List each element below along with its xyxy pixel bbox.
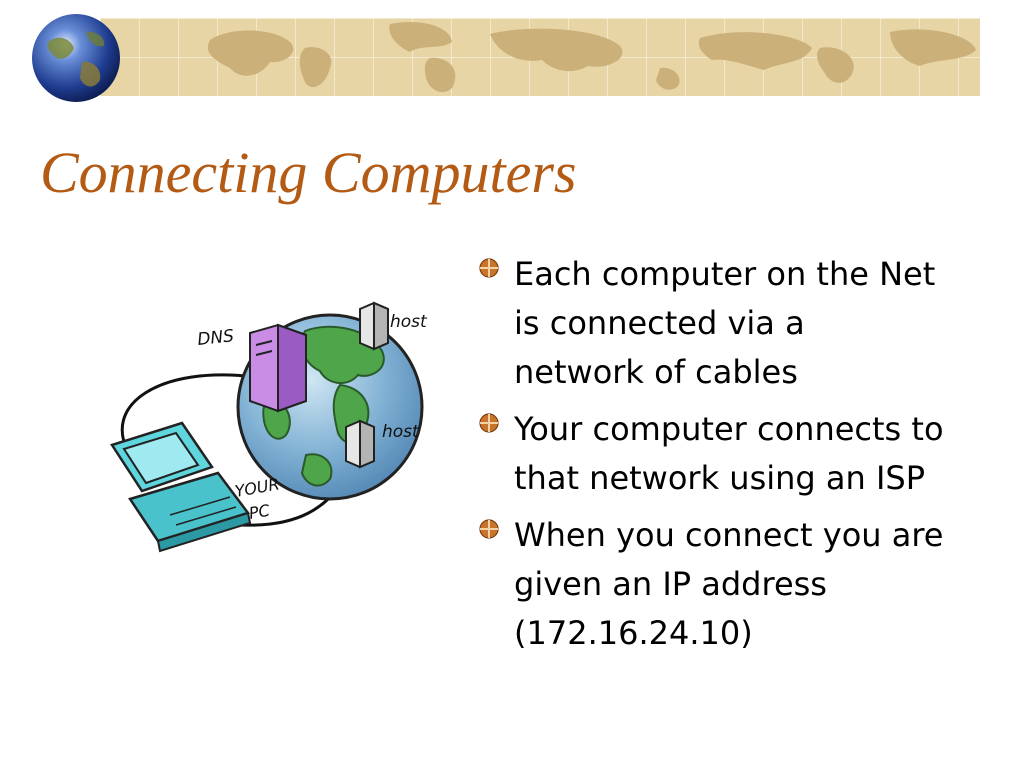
bullet-item: Your computer connects to that network u… xyxy=(478,405,998,503)
ball-bullet-icon xyxy=(479,413,499,433)
bullet-item: When you connect you are given an IP add… xyxy=(478,511,998,658)
your-pc-label-line2: PC xyxy=(247,500,272,522)
cable-dns-to-pc xyxy=(120,373,256,456)
network-illustration: DNS host host YOUR PC xyxy=(110,301,428,553)
dns-server-icon xyxy=(249,323,307,413)
your-pc-label-line1: YOUR xyxy=(233,474,281,501)
ball-bullet-icon xyxy=(479,519,499,539)
bullet-text: Each computer on the Net is connected vi… xyxy=(514,255,936,391)
dns-label: DNS xyxy=(196,326,235,350)
bullet-item: Each computer on the Net is connected vi… xyxy=(478,250,998,397)
slide-title: Connecting Computers xyxy=(40,140,577,205)
host-top-label: host xyxy=(390,312,428,332)
host-server-bottom-icon xyxy=(345,419,375,469)
bullet-text: Your computer connects to that network u… xyxy=(514,410,944,497)
header-map-banner xyxy=(100,18,980,96)
bullet-text: When you connect you are given an IP add… xyxy=(514,516,944,652)
ball-bullet-icon xyxy=(479,258,499,278)
bullet-list: Each computer on the Net is connected vi… xyxy=(478,250,998,666)
personal-computer-icon xyxy=(110,421,252,553)
globe-logo-icon xyxy=(32,14,120,102)
world-map-icon xyxy=(207,22,976,93)
host-server-top-icon xyxy=(359,301,389,351)
host-bottom-label: host xyxy=(382,422,420,442)
